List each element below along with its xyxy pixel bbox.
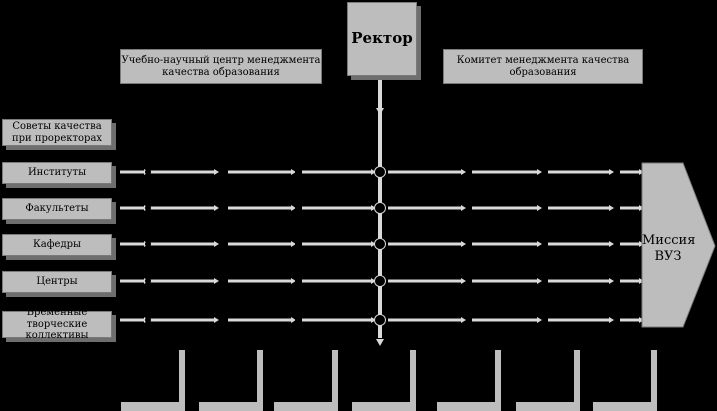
row-0-small-dot-2 xyxy=(295,169,301,175)
bottom-bracket-0-vertical xyxy=(179,350,185,411)
row-2-arrowhead-6 xyxy=(609,241,614,247)
unit-box-departments: Кафедры xyxy=(2,234,112,256)
mission-label-line1: Миссия xyxy=(642,233,696,248)
row-1-small-dot-1 xyxy=(219,205,225,211)
row-3-small-dot-0 xyxy=(145,278,151,284)
unit-box-centers: Центры xyxy=(2,271,112,293)
row-0-junction-dot xyxy=(374,166,386,178)
connector-lines xyxy=(120,78,644,346)
row-1-small-dot-0 xyxy=(145,205,151,211)
row-3-arrowhead-1 xyxy=(214,278,219,284)
row-1-small-dot-2 xyxy=(295,205,301,211)
row-0-arrowhead-2 xyxy=(291,169,296,175)
bottom-bracket-6-vertical xyxy=(651,350,657,411)
row-2-small-dot-2 xyxy=(295,241,301,247)
row-0-arrowhead-1 xyxy=(214,169,219,175)
row-1-arrowhead-1 xyxy=(214,205,219,211)
unit-box-temporary-teams: Временные творческие коллективы xyxy=(2,307,112,341)
quality-center-box: Учебно-научный центр менеджмента качеств… xyxy=(120,49,322,84)
row-1-arrowhead-2 xyxy=(291,205,296,211)
rector-box: Ректор xyxy=(347,2,417,76)
bottom-bracket-4-vertical xyxy=(495,350,501,411)
row-0-small-dot-0 xyxy=(145,169,151,175)
bottom-bracket-5-vertical xyxy=(574,350,580,411)
row-0-arrowhead-4 xyxy=(461,169,466,175)
row-2-small-dot-0 xyxy=(145,241,151,247)
row-2-arrowhead-1 xyxy=(214,241,219,247)
row-3-junction-dot xyxy=(374,275,386,287)
unit-box-quality-councils: Советы качества при проректорах xyxy=(2,119,112,146)
row-4-arrowhead-2 xyxy=(291,317,296,323)
trunk-arrowhead-bottom xyxy=(376,339,384,346)
row-4-arrowhead-1 xyxy=(214,317,219,323)
row-0-small-dot-1 xyxy=(219,169,225,175)
row-3-arrowhead-6 xyxy=(609,278,614,284)
row-1-arrowhead-4 xyxy=(461,205,466,211)
row-4-junction-dot xyxy=(374,314,386,326)
row-4-arrowhead-4 xyxy=(461,317,466,323)
mission-label: Миссия ВУЗ xyxy=(642,233,696,266)
mission-arrow-shape xyxy=(641,162,716,328)
row-0-arrowhead-3 xyxy=(371,169,376,175)
row-1-arrowhead-6 xyxy=(609,205,614,211)
bottom-bracket-1-horizontal xyxy=(199,402,263,411)
row-0-arrowhead-5 xyxy=(537,169,542,175)
row-3-small-dot-1 xyxy=(219,278,225,284)
row-4-small-dot-2 xyxy=(295,317,301,323)
row-1-arrowhead-3 xyxy=(371,205,376,211)
row-3-arrowhead-5 xyxy=(537,278,542,284)
row-3-arrowhead-4 xyxy=(461,278,466,284)
trunk-arrowhead-top xyxy=(376,108,384,115)
bottom-bracket-6-horizontal xyxy=(593,402,657,411)
quality-committee-box: Комитет менеджмента качества образования xyxy=(443,49,643,84)
bottom-brackets xyxy=(121,350,657,411)
bottom-bracket-1-vertical xyxy=(257,350,263,411)
row-2-arrowhead-3 xyxy=(371,241,376,247)
row-4-small-dot-1 xyxy=(219,317,225,323)
row-3-arrowhead-2 xyxy=(291,278,296,284)
row-4-arrowhead-5 xyxy=(537,317,542,323)
bottom-bracket-2-horizontal xyxy=(274,402,338,411)
unit-box-faculties: Факультеты xyxy=(2,198,112,220)
bottom-bracket-5-horizontal xyxy=(516,402,580,411)
row-2-arrowhead-5 xyxy=(537,241,542,247)
row-3-arrowhead-3 xyxy=(371,278,376,284)
row-3-small-dot-2 xyxy=(295,278,301,284)
bottom-bracket-3-vertical xyxy=(410,350,416,411)
mission-label-line2: ВУЗ xyxy=(654,249,682,265)
row-2-small-dot-1 xyxy=(219,241,225,247)
row-2-junction-dot xyxy=(374,238,386,250)
row-4-arrowhead-6 xyxy=(609,317,614,323)
bottom-bracket-4-horizontal xyxy=(437,402,501,411)
row-0-arrowhead-6 xyxy=(609,169,614,175)
row-4-small-dot-0 xyxy=(145,317,151,323)
row-1-junction-dot xyxy=(374,202,386,214)
bottom-bracket-3-horizontal xyxy=(352,402,416,411)
bottom-bracket-2-vertical xyxy=(332,350,338,411)
row-2-arrowhead-2 xyxy=(291,241,296,247)
bottom-bracket-0-horizontal xyxy=(121,402,185,411)
row-4-arrowhead-3 xyxy=(371,317,376,323)
unit-box-institutes: Институты xyxy=(2,162,112,184)
row-2-arrowhead-4 xyxy=(461,241,466,247)
row-1-arrowhead-5 xyxy=(537,205,542,211)
